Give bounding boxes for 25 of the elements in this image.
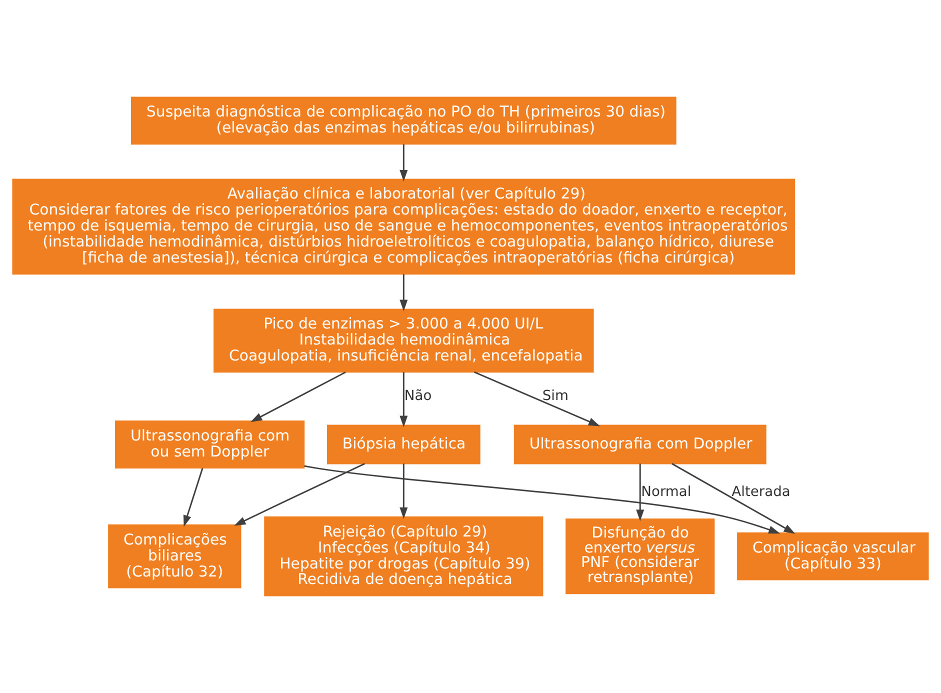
arrow <box>304 465 780 534</box>
edge-label: Sim <box>542 388 568 404</box>
node-box: Complicação vascular (Capítulo 33) <box>737 532 929 580</box>
node-box: Ultrassonografia com ou sem Doppler <box>115 420 305 468</box>
arrow <box>636 464 644 522</box>
edge-label: Alterada <box>732 484 790 500</box>
edge-label: Não <box>404 388 432 404</box>
node-box: Biópsia hepática <box>326 424 480 464</box>
node-box: Ultrassonografia com Doppler <box>514 424 766 464</box>
node-box: Disfunção do enxerto versus PNF (considerar retransplante) <box>566 518 715 594</box>
arrow <box>183 468 204 527</box>
arrow <box>474 371 600 426</box>
node-box: Pico de enzimas > 3.000 a 4.000 UI/L Instabilidade hemodinâmica Coagulopatia, insuficiência renal, encefalopatia <box>214 308 594 373</box>
arrow <box>400 144 408 182</box>
arrow <box>672 463 796 534</box>
arrow <box>400 274 408 312</box>
node-box: Suspeita diagnóstica de complicação no PO do TH (primeiros 30 dias) (elevação das enzimas hepáticas e/ou bilirrubinas) <box>131 96 676 145</box>
node-box: Avaliação clínica e laboratorial (ver Capítulo 29) Considerar fatores de risco perioperatórios para complicações: estado do doador, enxerto e receptor, tempo de isquemia, tempo de cirurgia, uso de sangue e hemocomponentes, eventos intraoperatórios (instabilidade hemodinâmica, distúrbios hidroeletrolíticos e coagulopatia, balanço hídrico, diurese [ficha de anestesia]), técnica cirúrgica e complicações intraoperatórias (ficha cirúrgica) <box>12 178 796 275</box>
edge-label: Normal <box>641 484 692 500</box>
arrow <box>250 372 346 422</box>
arrow <box>400 372 408 428</box>
node-box: Complicações biliares (Capítulo 32) <box>108 524 242 588</box>
arrow <box>234 463 366 526</box>
node-box: Rejeição (Capítulo 29) Infecções (Capítulo 34) Hepatite por drogas (Capítulo 39) Recidiva de doença hepática <box>264 516 544 596</box>
arrow <box>400 464 408 519</box>
